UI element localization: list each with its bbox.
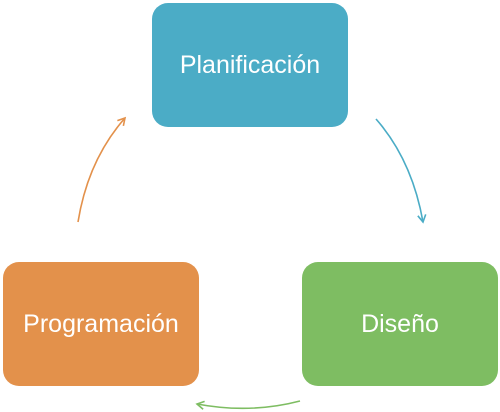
arrow-diseno-to-programacion — [195, 400, 301, 410]
node-programacion-label: Programación — [23, 309, 179, 338]
node-diseno-label: Diseño — [361, 309, 439, 338]
node-planificacion: Planificación — [152, 3, 348, 127]
arrow-programacion-to-plan — [77, 116, 127, 223]
node-diseno: Diseño — [302, 262, 498, 386]
node-planificacion-label: Planificación — [179, 50, 321, 79]
arrow-plan-to-diseno — [375, 118, 427, 224]
node-programacion: Programación — [3, 262, 199, 386]
